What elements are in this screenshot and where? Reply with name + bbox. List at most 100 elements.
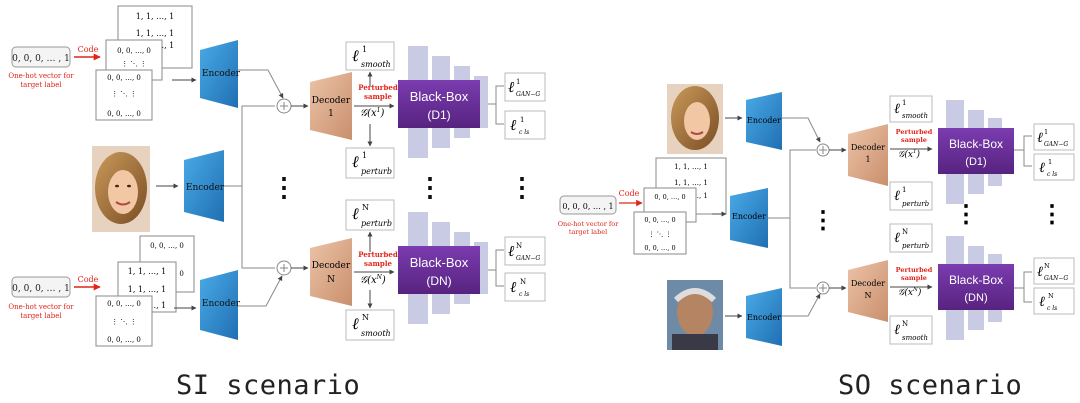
- face-image-so-bottom: [667, 280, 723, 350]
- svg-text:0, 0, …, 0: 0, 0, …, 0: [107, 74, 141, 82]
- onehot-vector-top: 0, 0, 0, … , 1: [12, 54, 70, 64]
- svg-text:𝒢(xN): 𝒢(xN): [898, 287, 922, 298]
- svg-text:sample: sample: [901, 136, 927, 144]
- svg-text:One-hot vector for: One-hot vector for: [558, 220, 620, 228]
- svg-text:ℓ: ℓ: [510, 116, 516, 134]
- svg-text:ℓ: ℓ: [1039, 160, 1045, 176]
- g-x1: 𝒢(x1): [360, 107, 385, 119]
- svg-text:smooth: smooth: [361, 329, 391, 338]
- svg-text:1: 1: [1048, 158, 1052, 166]
- si-diagram: 0, 0, 0, … , 1 One-hot vector for target…: [8, 5, 546, 347]
- svg-text:1, 1, …, 1: 1, 1, …, 1: [136, 12, 175, 21]
- so-encoder-top: [746, 92, 782, 150]
- so-encoder-mid: [730, 188, 768, 248]
- svg-text:Encoder: Encoder: [732, 212, 766, 221]
- so-loss-cls-1: ℓ 1 c ls: [1033, 153, 1075, 181]
- so-decoder-1: [848, 124, 888, 186]
- onehot-caption-top-2: target label: [20, 81, 62, 89]
- svg-text:⋮: ⋮: [954, 199, 978, 228]
- svg-text:Perturbed: Perturbed: [896, 266, 933, 274]
- face-image-so-top: [667, 84, 723, 154]
- svg-text:perturb: perturb: [902, 242, 930, 250]
- so-label-grid-stack: 1, 1, …, 1 1, 1, …, 1 1, 1, …, 1 0, 0, ……: [633, 157, 727, 255]
- onehot-caption-bottom-2: target label: [20, 312, 62, 320]
- conn-encmid-sums: [224, 105, 275, 269]
- svg-text:sample: sample: [364, 259, 392, 268]
- encoder-top: [200, 40, 238, 108]
- svg-text:N: N: [1044, 262, 1050, 270]
- svg-text:Perturbed: Perturbed: [358, 250, 398, 259]
- svg-text:N: N: [902, 320, 908, 328]
- svg-text:target label: target label: [569, 228, 607, 236]
- so-loss-smooth-1: ℓ 1 smooth: [889, 95, 933, 123]
- svg-text:⋮: ⋮: [1040, 199, 1064, 228]
- encoder-mid-label: Encoder: [186, 183, 225, 193]
- svg-text:N: N: [516, 242, 522, 250]
- svg-text:1, 1, …, 1: 1, 1, …, 1: [128, 267, 167, 276]
- svg-text:Black-Box: Black-Box: [410, 89, 469, 104]
- svg-text:⋮ ⋱ ⋮: ⋮ ⋱ ⋮: [111, 90, 136, 98]
- svg-text:(D1): (D1): [965, 156, 986, 168]
- svg-text:ℓ: ℓ: [352, 204, 359, 223]
- so-scenario-caption: SO scenario: [838, 370, 1023, 401]
- svg-text:1: 1: [902, 99, 906, 107]
- blackbox-1: [398, 80, 480, 128]
- svg-text:1: 1: [865, 155, 870, 164]
- svg-text:ℓ: ℓ: [1039, 294, 1045, 310]
- svg-text:0, 0, …, 0: 0, 0, …, 0: [117, 47, 151, 55]
- encoder-top-label: Encoder: [202, 69, 241, 79]
- conn-encbot-sum2: [238, 275, 283, 307]
- so-loss-cls-n: ℓ N c ls: [1033, 287, 1075, 315]
- code-label-bottom: Code: [78, 275, 99, 284]
- svg-text:0, 0, …, 0: 0, 0, …, 0: [644, 216, 675, 224]
- svg-text:N: N: [362, 203, 369, 212]
- so-loss-smooth-n: ℓ N smooth: [889, 315, 933, 345]
- svg-text:Encoder: Encoder: [747, 116, 781, 125]
- svg-text:ℓ: ℓ: [508, 78, 514, 96]
- onehot-box-top: [11, 46, 71, 68]
- svg-text:ℓ: ℓ: [352, 152, 359, 171]
- svg-text:Perturbed: Perturbed: [358, 83, 398, 92]
- svg-text:ℓ: ℓ: [510, 278, 516, 296]
- decoder-1: [310, 72, 352, 140]
- so-loss-perturb-n: ℓ N perturb: [889, 223, 933, 253]
- svg-text:c ls: c ls: [519, 291, 529, 298]
- label-grid-stack-bottom: 0, 0, …, 0 0, 0, …, 0 1, 1, …, 1 1, 1, ……: [95, 235, 195, 347]
- face-image-si: [92, 146, 150, 232]
- so-blackbox-1: [938, 128, 1014, 174]
- svg-text:sample: sample: [901, 274, 927, 282]
- svg-text:Code: Code: [619, 189, 640, 198]
- svg-text:ℓ: ℓ: [508, 242, 514, 260]
- svg-text:⋮: ⋮: [811, 205, 835, 234]
- svg-text:⋮ ⋱ ⋮: ⋮ ⋱ ⋮: [111, 318, 136, 326]
- svg-text:0, 0, …, 0: 0, 0, …, 0: [644, 244, 675, 252]
- svg-text:N: N: [902, 228, 908, 236]
- loss-cls-1: ℓ 1 c ls: [504, 110, 546, 140]
- svg-text:1: 1: [1044, 128, 1048, 136]
- so-encoder-bottom: [746, 288, 782, 346]
- svg-text:(D1): (D1): [427, 108, 450, 122]
- loss-smooth-n: ℓ N smooth: [345, 309, 395, 341]
- decoder-n: [310, 238, 352, 306]
- svg-text:1: 1: [902, 186, 906, 194]
- svg-text:GAN−G: GAN−G: [516, 255, 540, 262]
- onehot-caption-bottom-1: One-hot vector for: [8, 303, 74, 311]
- svg-text:perturb: perturb: [361, 219, 392, 228]
- svg-text:Black-Box: Black-Box: [949, 137, 1003, 151]
- svg-text:c ls: c ls: [519, 129, 529, 136]
- onehot-vector-bottom: 0, 0, 0, … , 1: [12, 284, 70, 294]
- svg-text:Decoder: Decoder: [312, 96, 351, 106]
- ellipsis-si-mid: ⋮: [271, 173, 297, 203]
- loss-gan-n: ℓ N GAN−G: [504, 236, 546, 266]
- code-label-top: Code: [78, 45, 99, 54]
- loss-gan-1: ℓ 1 GAN−G: [504, 72, 546, 102]
- so-onehot-box: [559, 195, 617, 215]
- svg-text:ℓ: ℓ: [1037, 130, 1043, 146]
- svg-text:ℓ: ℓ: [352, 314, 359, 333]
- ellipsis-si-bb: ⋮: [417, 173, 443, 203]
- svg-text:1, 1, …, 1: 1, 1, …, 1: [128, 285, 167, 294]
- svg-text:Perturbed: Perturbed: [896, 128, 933, 136]
- svg-text:ℓ: ℓ: [894, 188, 900, 204]
- svg-text:Black-Box: Black-Box: [410, 255, 469, 270]
- svg-text:GAN−G: GAN−G: [1044, 141, 1068, 148]
